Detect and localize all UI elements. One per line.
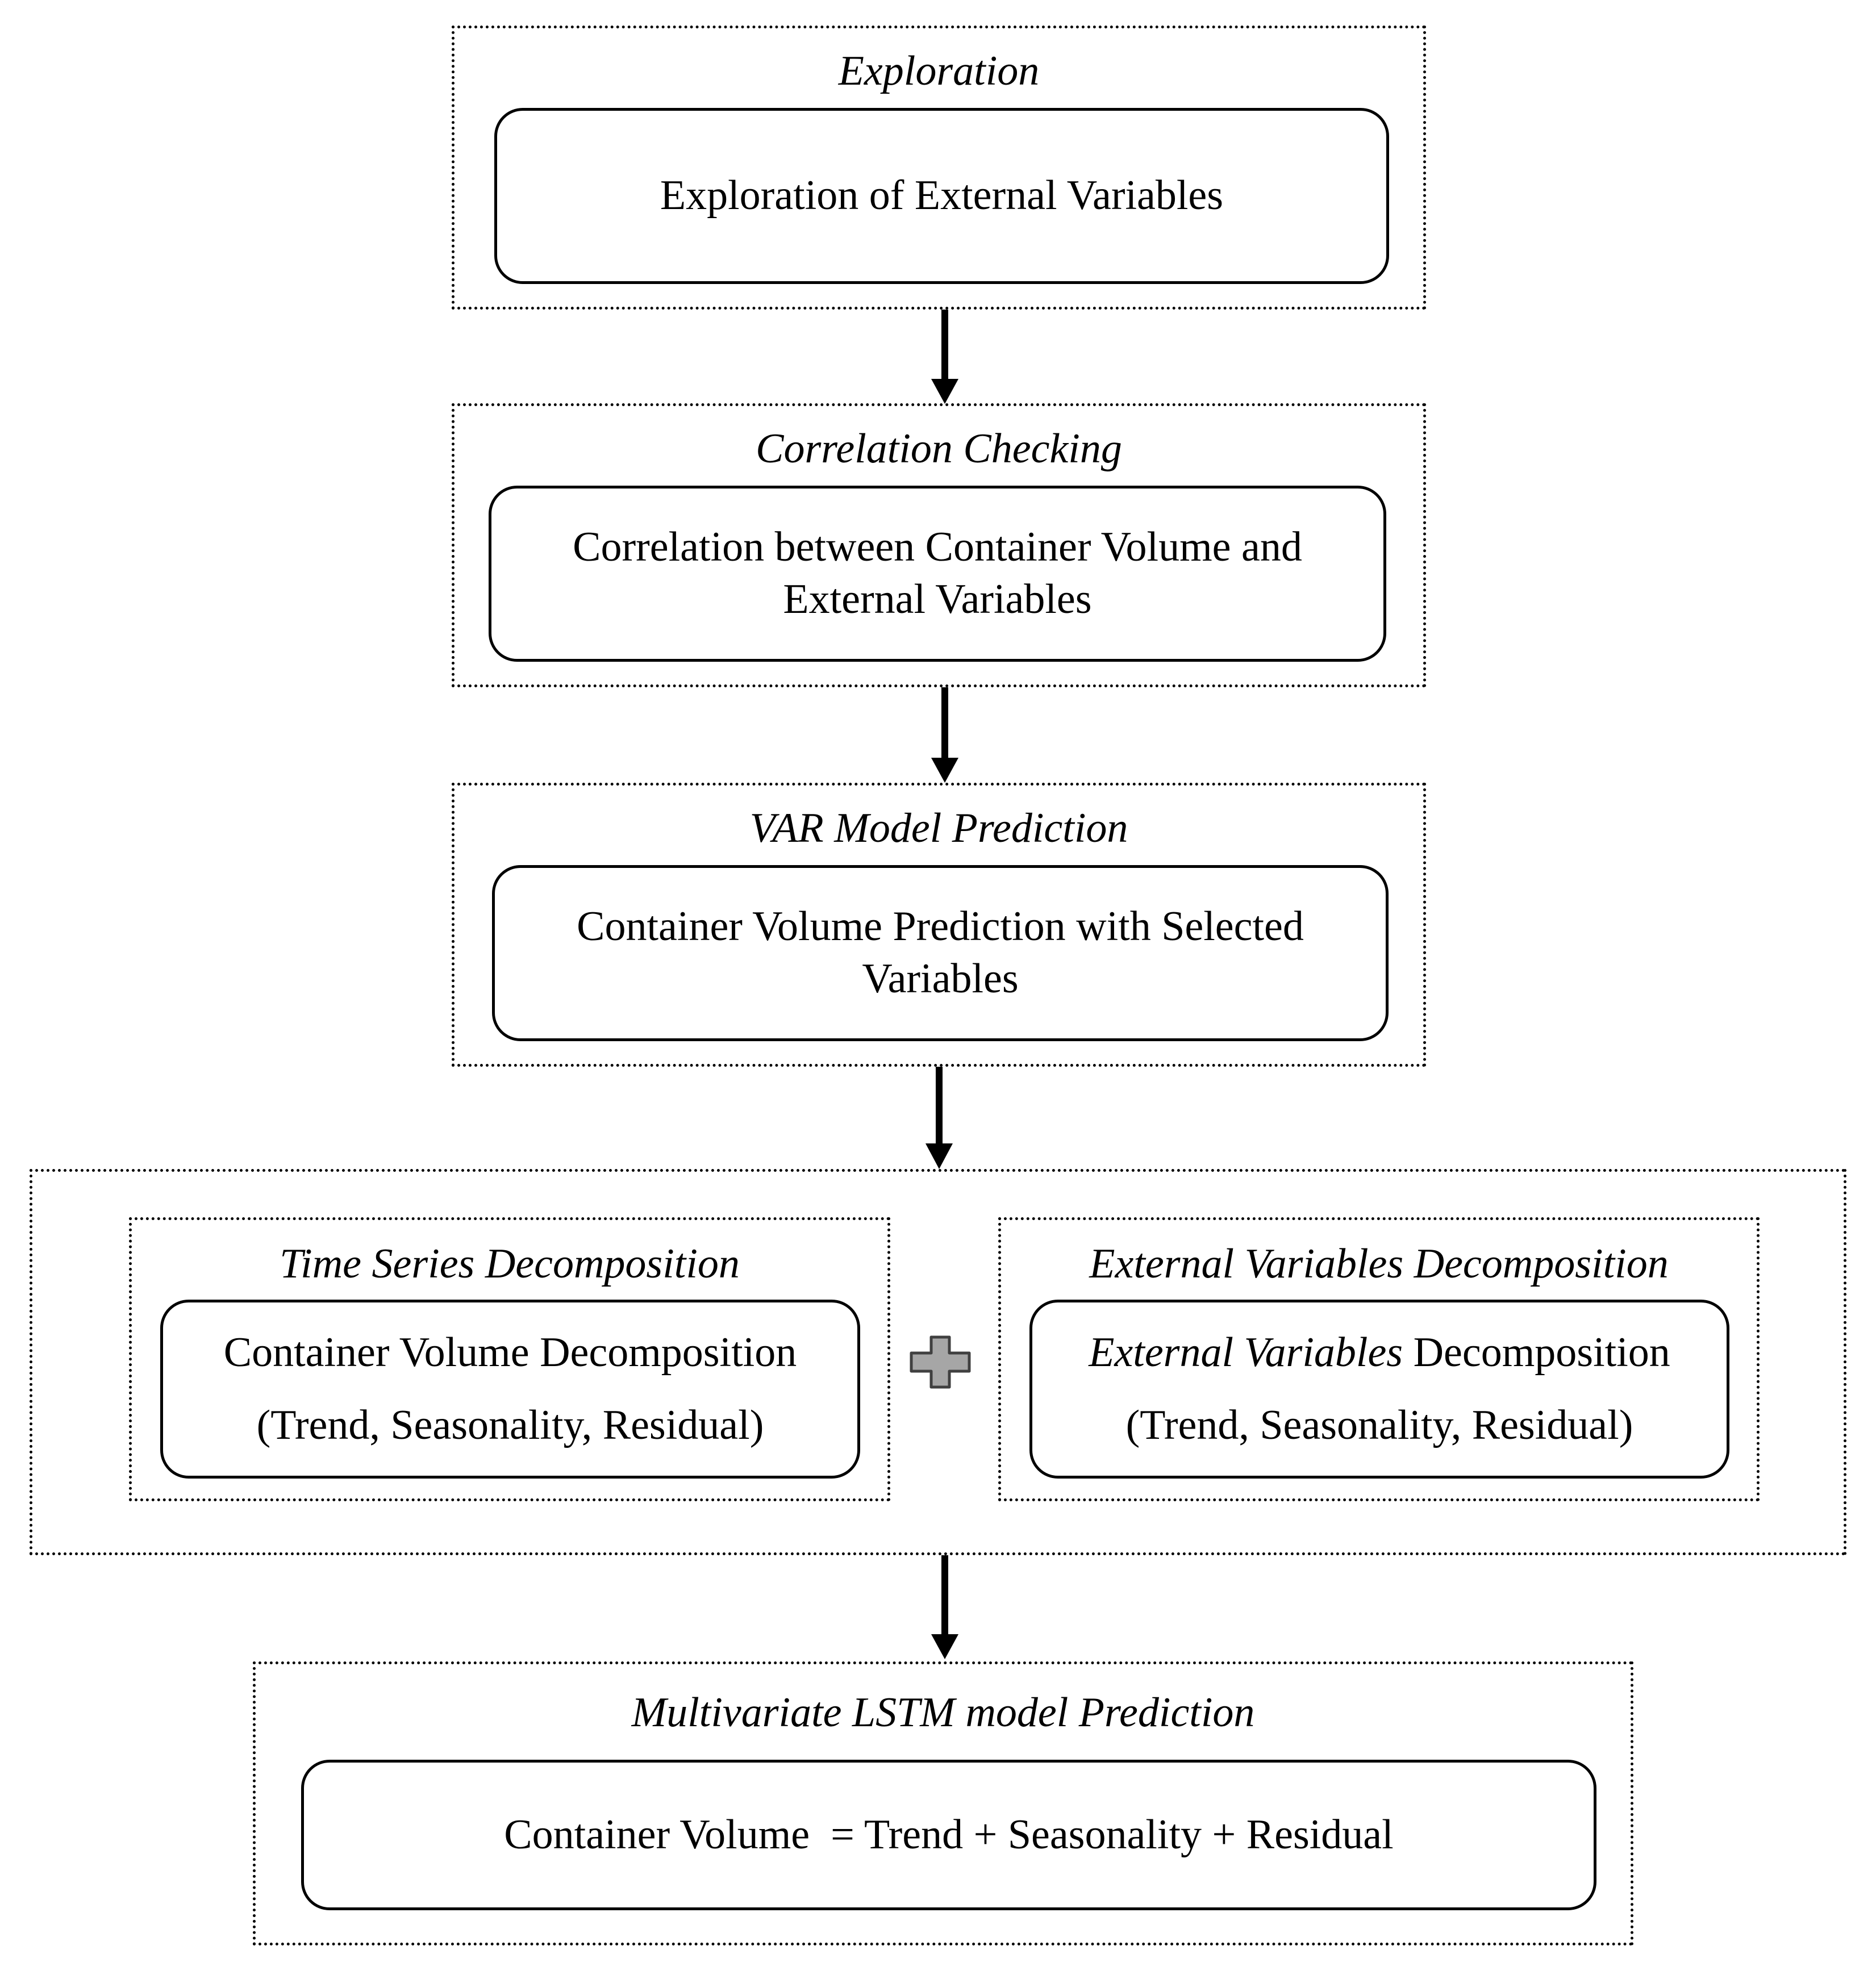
container-volume-decomposition-box: Container Volume Decomposition (Trend, S… — [160, 1300, 860, 1479]
container-volume-decomposition-line-2: (Trend, Seasonality, Residual) — [256, 1401, 764, 1448]
lstm-stage: Multivariate LSTM model Prediction Conta… — [253, 1661, 1633, 1945]
external-variables-decomposition-stage: External Variables Decomposition Externa… — [998, 1217, 1760, 1501]
var-model-box-line-2: Variables — [862, 955, 1019, 1002]
correlation-title: Correlation Checking — [756, 425, 1122, 472]
exploration-box-text: Exploration of External Variables — [660, 172, 1224, 219]
container-volume-decomposition-line-1: Container Volume Decomposition — [223, 1329, 797, 1376]
var-model-stage: VAR Model Prediction Container Volume Pr… — [452, 783, 1426, 1067]
lstm-box-text: Container Volume = Trend + Seasonality +… — [504, 1811, 1394, 1858]
decomposition-stage: Time Series Decomposition Container Volu… — [30, 1169, 1846, 1555]
correlation-box-line-2: External Variables — [783, 576, 1092, 623]
time-series-decomposition-title: Time Series Decomposition — [280, 1241, 740, 1287]
down-arrow-icon — [922, 310, 968, 405]
exploration-box: Exploration of External Variables — [494, 108, 1389, 284]
exploration-title: Exploration — [838, 48, 1040, 94]
lstm-title: Multivariate LSTM model Prediction — [631, 1689, 1255, 1736]
lstm-box: Container Volume = Trend + Seasonality +… — [301, 1760, 1596, 1910]
external-variables-decomposition-line-1: External Variables Decomposition — [1089, 1327, 1670, 1379]
correlation-box-line-1: Correlation between Container Volume and — [573, 524, 1302, 571]
var-model-title: VAR Model Prediction — [749, 805, 1128, 851]
decomposition-text: Decomposition — [1403, 1329, 1670, 1376]
external-variables-decomposition-box: External Variables Decomposition (Trend,… — [1029, 1300, 1729, 1479]
down-arrow-icon — [916, 1067, 962, 1170]
time-series-decomposition-stage: Time Series Decomposition Container Volu… — [129, 1217, 890, 1501]
down-arrow-icon — [922, 687, 968, 784]
correlation-stage: Correlation Checking Correlation between… — [452, 403, 1426, 687]
correlation-box: Correlation between Container Volume and… — [489, 486, 1386, 662]
plus-icon — [909, 1335, 972, 1392]
var-model-box-line-1: Container Volume Prediction with Selecte… — [577, 903, 1304, 950]
external-variables-italic-text: External Variables — [1089, 1329, 1403, 1376]
down-arrow-icon — [922, 1555, 968, 1660]
external-variables-decomposition-title: External Variables Decomposition — [1089, 1241, 1669, 1287]
external-variables-decomposition-line-2: (Trend, Seasonality, Residual) — [1125, 1401, 1633, 1448]
exploration-stage: Exploration Exploration of External Vari… — [452, 26, 1426, 310]
var-model-box: Container Volume Prediction with Selecte… — [492, 865, 1389, 1041]
